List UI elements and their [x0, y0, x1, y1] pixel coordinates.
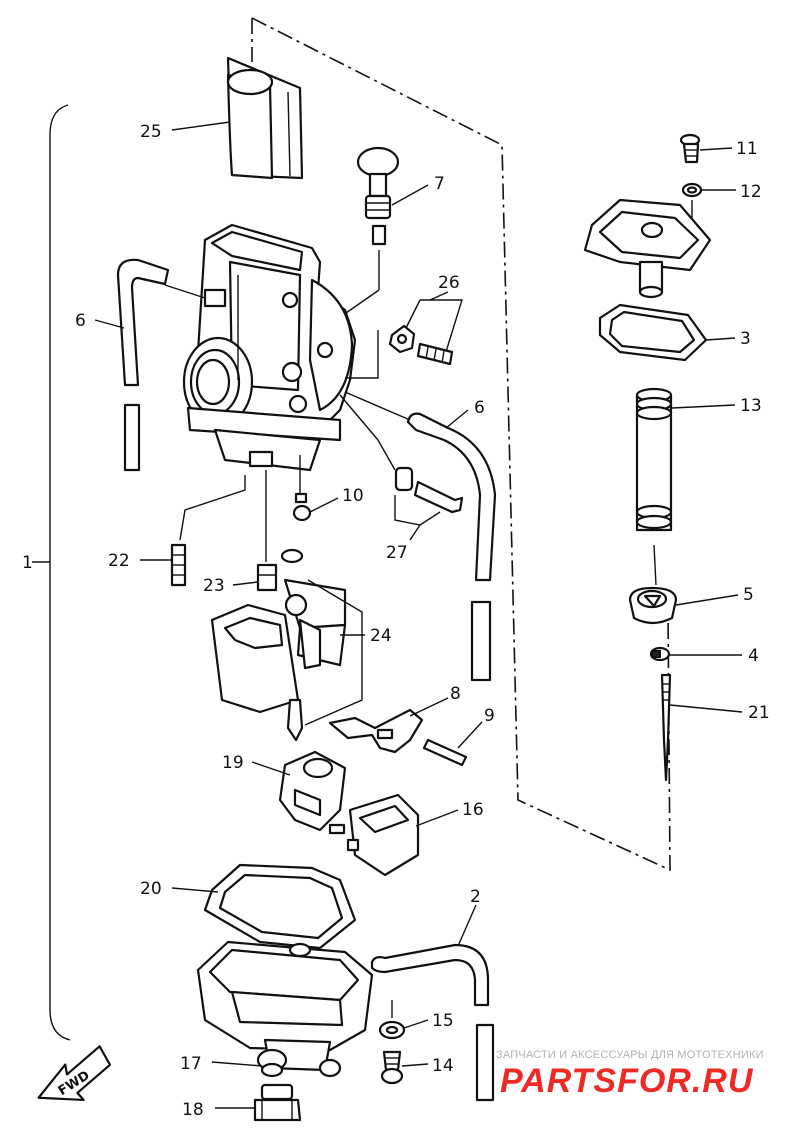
callout-20: 20: [140, 879, 162, 899]
callout-10: 10: [342, 486, 364, 506]
screw: [380, 1050, 404, 1085]
float-arm: [328, 708, 424, 754]
pilot-jet: [256, 470, 278, 592]
washer: [378, 1000, 406, 1040]
callout-17: 17: [180, 1054, 202, 1074]
callout-26: 26: [438, 273, 460, 293]
assembly-bracket: [32, 104, 71, 1041]
pump-cover: [278, 750, 347, 835]
callout-6-right: 6: [474, 398, 485, 418]
callout-2: 2: [470, 887, 481, 907]
jet-needle: [660, 673, 672, 782]
pilot-screw-group: [345, 299, 463, 379]
callout-24: 24: [370, 626, 392, 646]
callout-7: 7: [434, 174, 445, 194]
carburetor-cap: [583, 198, 712, 299]
drain-plug: [253, 1083, 302, 1122]
callout-13: 13: [740, 396, 762, 416]
float-pin: [422, 738, 468, 767]
callout-21: 21: [748, 703, 770, 723]
forward-direction-arrow: FWD: [37, 1045, 112, 1102]
watermark: ЗАПЧАСТИ И АКСЕССУАРЫ ДЛЯ МОТОТЕХНИКИ PA…: [496, 1049, 764, 1100]
pump-diaphragm: [346, 793, 420, 877]
drain-plug-screw: [260, 1062, 284, 1078]
callout-6-left: 6: [75, 311, 86, 331]
needle-holder: [628, 586, 678, 625]
callout-27: 27: [386, 543, 408, 563]
callout-4: 4: [748, 646, 759, 666]
carburetor-body: [182, 223, 357, 472]
callout-12: 12: [740, 182, 762, 202]
overflow-hose-left: [116, 258, 206, 472]
callout-9: 9: [484, 706, 495, 726]
callout-19: 19: [222, 753, 244, 773]
needle-jet: [292, 455, 312, 522]
callout-11: 11: [736, 139, 758, 159]
float-assembly: [210, 548, 363, 742]
callout-leaders: [94, 121, 743, 1109]
callout-22: 22: [108, 551, 130, 571]
main-jet-hose: [170, 475, 246, 587]
callout-18: 18: [182, 1100, 204, 1120]
assembly-lines: [251, 17, 671, 872]
needle-clip: [649, 646, 671, 662]
callout-3: 3: [740, 329, 751, 349]
throttle-stop-screw-group: [339, 394, 464, 526]
float-bowl-vent-hose: [370, 943, 495, 1102]
float-bowl-gasket: [203, 863, 357, 950]
cap-screw: [679, 133, 701, 164]
callout-15: 15: [432, 1011, 454, 1031]
throttle-spring: [635, 387, 673, 586]
callout-16: 16: [462, 800, 484, 820]
watermark-tagline: ЗАПЧАСТИ И АКСЕССУАРЫ ДЛЯ МОТОТЕХНИКИ: [496, 1049, 764, 1061]
callout-14: 14: [432, 1056, 454, 1076]
callout-23: 23: [203, 576, 225, 596]
callout-numbers: 1 2 3 4 5 6 6 7 8 9 10 11 12 13 14 15 16…: [22, 122, 770, 1120]
vent-hose-right: [344, 391, 497, 682]
throttle-valve: [226, 56, 304, 180]
callout-8: 8: [450, 684, 461, 704]
callout-5: 5: [743, 585, 754, 605]
cap-washer: [681, 182, 703, 226]
callout-25: 25: [140, 122, 162, 142]
watermark-brand: PARTSFOR.RU: [500, 1062, 754, 1100]
float-bowl: [196, 940, 374, 1078]
cap-gasket: [598, 303, 708, 362]
starter-plunger: [299, 146, 400, 346]
callout-1: 1: [22, 553, 33, 573]
